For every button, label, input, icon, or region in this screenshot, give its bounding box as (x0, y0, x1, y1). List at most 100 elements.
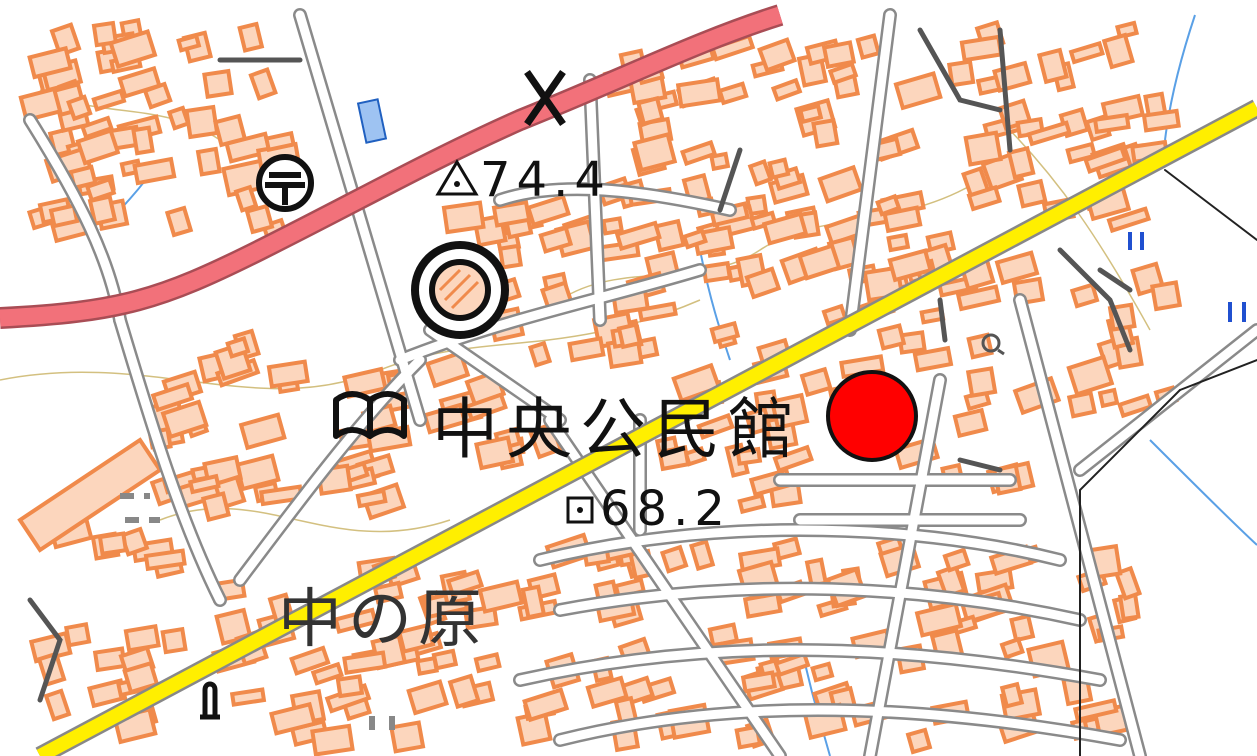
building (740, 670, 777, 694)
building (567, 336, 606, 363)
building (123, 623, 161, 653)
building (233, 184, 259, 213)
location-marker[interactable] (826, 370, 918, 462)
building (491, 199, 532, 228)
building (717, 81, 749, 106)
building (761, 211, 809, 246)
building (108, 29, 158, 69)
building (202, 68, 234, 99)
building (212, 113, 248, 148)
building (767, 157, 791, 180)
building (966, 184, 1003, 212)
building (441, 200, 486, 235)
triangulation-icon (435, 159, 479, 196)
building (447, 673, 481, 710)
building (237, 21, 265, 53)
area-name-label: 中の原 (278, 583, 488, 657)
building (797, 243, 842, 281)
building (1036, 47, 1069, 85)
building (27, 45, 74, 80)
library-icon (333, 391, 407, 439)
building (538, 225, 574, 254)
building (1141, 108, 1181, 133)
building (772, 444, 815, 474)
building (244, 203, 275, 235)
building (132, 156, 177, 186)
building (681, 228, 708, 250)
building (143, 548, 187, 572)
building (1015, 178, 1048, 209)
building (827, 61, 859, 86)
building (963, 130, 1003, 167)
building (1097, 387, 1120, 409)
marsh-icon (1128, 232, 1246, 322)
building (75, 128, 121, 166)
prefectural-road (35, 99, 1257, 756)
building (117, 65, 162, 99)
benchmark-elevation-label: 68.2 (600, 481, 731, 537)
building (585, 675, 629, 710)
building (1092, 112, 1131, 135)
building (737, 493, 767, 515)
building (631, 131, 678, 173)
building (742, 591, 783, 619)
building (1083, 144, 1128, 174)
building (811, 118, 840, 149)
building (164, 205, 194, 238)
building (743, 406, 773, 436)
building (372, 580, 405, 605)
building (91, 88, 127, 112)
building (735, 446, 763, 466)
building (310, 723, 355, 756)
building (1072, 697, 1119, 723)
building (637, 301, 678, 323)
building (821, 40, 857, 70)
building (176, 33, 202, 53)
building (991, 60, 1033, 94)
city-hall-icon (411, 241, 509, 339)
building (195, 146, 222, 177)
building (1066, 390, 1097, 419)
local-roads (23, 8, 1257, 756)
building (248, 67, 278, 101)
building (200, 491, 232, 523)
facility-label: 中央公民館 (432, 391, 802, 468)
building (769, 392, 810, 430)
building (497, 243, 524, 270)
building (474, 435, 516, 471)
building (150, 381, 195, 413)
building (747, 158, 774, 187)
building (744, 266, 782, 300)
building (97, 531, 129, 556)
buildings (17, 17, 1183, 756)
building (49, 22, 82, 58)
building (799, 366, 833, 398)
building (810, 661, 835, 683)
building (1068, 40, 1105, 65)
building (122, 660, 160, 695)
building (999, 681, 1025, 709)
building (659, 544, 689, 574)
building (464, 392, 508, 422)
building (709, 320, 741, 345)
building (887, 248, 933, 283)
pond (356, 98, 388, 144)
building (520, 584, 547, 620)
monument-icon (200, 681, 220, 720)
building (882, 205, 923, 234)
building (160, 626, 188, 655)
building (473, 651, 502, 674)
building (333, 607, 378, 635)
building (406, 679, 450, 716)
building (342, 650, 388, 675)
building (952, 407, 989, 439)
post-office-icon (256, 154, 314, 212)
building (679, 139, 718, 167)
building (225, 335, 251, 359)
building (335, 674, 365, 699)
building (994, 250, 1040, 286)
building (1009, 613, 1036, 643)
building (63, 622, 92, 648)
